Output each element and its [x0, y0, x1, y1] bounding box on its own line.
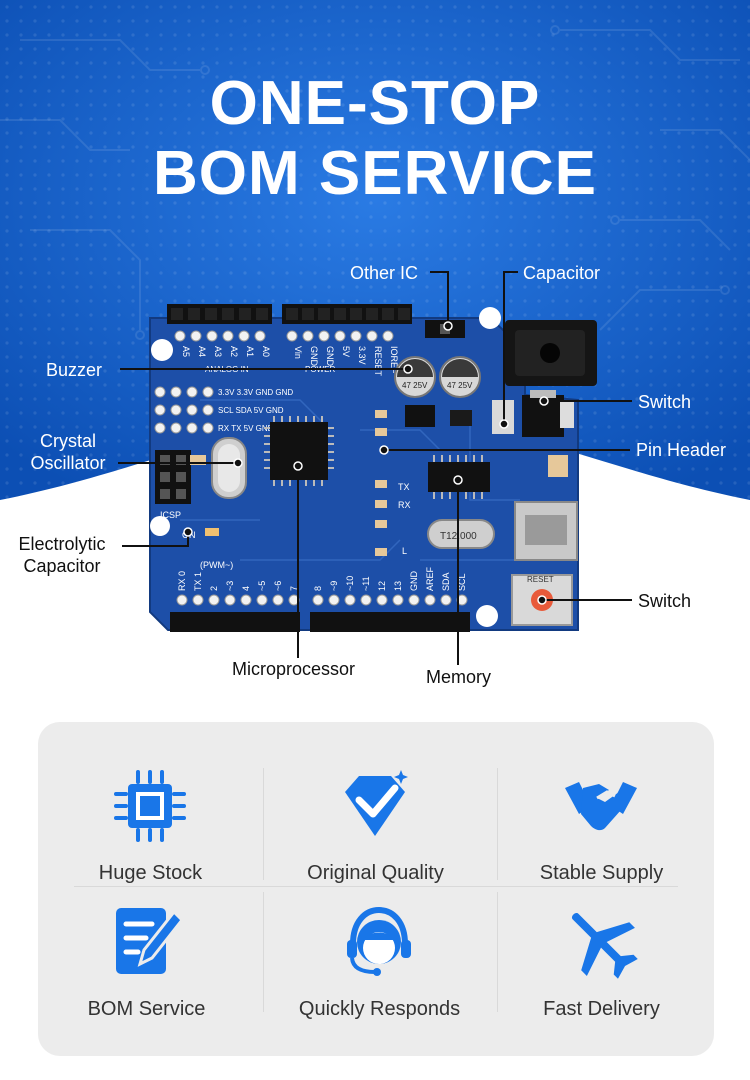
airplane-icon	[572, 913, 638, 979]
header-row-3: RX TX 5V GND	[218, 424, 274, 433]
feature-original-quality: Original Quality	[263, 766, 488, 898]
electrolytic-capacitors: 47 25V 47 25V	[394, 356, 481, 398]
callout-electrolytic-capacitor: Electrolytic Capacitor	[10, 533, 114, 577]
power-header	[282, 304, 412, 324]
top-pin-label: A3	[213, 346, 223, 357]
feature-stable-supply: Stable Supply	[489, 766, 714, 898]
mount-hole	[150, 516, 170, 536]
mount-hole	[151, 339, 173, 361]
bottom-pin-label: 7	[289, 586, 299, 591]
top-pin-label: A0	[261, 346, 271, 357]
page-title-line-1: ONE-STOP	[209, 69, 541, 138]
feature-label: Quickly Responds	[298, 998, 461, 1020]
rx-led-label: RX	[398, 500, 411, 510]
bottom-pin-label: SDA	[441, 572, 451, 591]
bottom-pin-label: GND	[409, 571, 419, 592]
feature-bom-service: BOM Service	[34, 902, 259, 1034]
top-pin-label: A1	[245, 346, 255, 357]
on-led	[205, 528, 219, 536]
bottom-pin-label: ~10	[345, 576, 355, 591]
callout-microprocessor: Microprocessor	[232, 659, 356, 679]
handshake-icon	[565, 782, 637, 831]
chip-icon	[114, 770, 186, 842]
top-pin-label: GND	[309, 346, 319, 367]
top-pin-label: 5V	[341, 346, 351, 357]
bottom-pin-label: 12	[377, 581, 387, 591]
bottom-pin-label: 8	[313, 586, 323, 591]
top-pin-label: A2	[229, 346, 239, 357]
bottom-pin-label: ~5	[257, 581, 267, 591]
diamond-check-icon	[345, 770, 408, 836]
bottom-pin-label: TX 1	[193, 572, 203, 591]
reset-label: RESET	[527, 575, 554, 584]
callout-lines	[118, 271, 632, 665]
mount-hole	[476, 605, 498, 627]
bottom-pin-label: 13	[393, 581, 403, 591]
feature-label: Original Quality	[307, 862, 444, 884]
bottom-pin-label: ~6	[273, 581, 283, 591]
callout-switch-bottom: Switch	[638, 591, 692, 611]
bottom-pin-label: ~9	[329, 581, 339, 591]
features-panel: Huge Stock Original Quality Stable Suppl…	[38, 722, 714, 1056]
callout-electrolytic-line-2: Capacitor	[23, 556, 101, 576]
bottom-pin-label: ~11	[361, 576, 371, 591]
feature-label: BOM Service	[87, 998, 206, 1020]
bottom-pin-label: 2	[209, 586, 219, 591]
l-led-label: L	[402, 546, 407, 556]
bottom-pin-label: ~3	[225, 581, 235, 591]
bottom-pin-label: 4	[241, 586, 251, 591]
feature-huge-stock: Huge Stock	[38, 766, 263, 898]
memory-chip	[428, 455, 490, 499]
feature-fast-delivery: Fast Delivery	[489, 902, 714, 1034]
pwm-label: (PWM~)	[200, 560, 233, 570]
headset-agent-icon	[347, 906, 411, 976]
digital-header-1	[170, 612, 300, 632]
feature-label: Stable Supply	[539, 862, 664, 884]
top-pin-label: A5	[181, 346, 191, 357]
callout-crystal-line-2: Oscillator	[30, 453, 106, 473]
feature-quickly-responds: Quickly Responds	[267, 902, 492, 1034]
bottom-pin-label: SCL	[457, 573, 467, 591]
document-pen-icon	[116, 908, 185, 974]
cap-marking-2: 47 25V	[447, 381, 473, 390]
top-pin-label: 3.3V	[357, 346, 367, 365]
bottom-pin-label: RX 0	[177, 571, 187, 591]
callout-switch-top: Switch	[638, 392, 692, 412]
feature-label: Huge Stock	[98, 862, 203, 884]
tx-led-label: TX	[398, 482, 410, 492]
callout-capacitor: Capacitor	[523, 263, 601, 283]
callout-pin-header: Pin Header	[636, 440, 727, 460]
feature-label: Fast Delivery	[543, 998, 660, 1020]
icsp-label: ICSP	[160, 510, 181, 520]
top-pin-label: Vin	[293, 346, 303, 359]
top-pin-label: GND	[325, 346, 335, 367]
page-title-line-2: BOM SERVICE	[153, 139, 597, 208]
header-row-1: 3.3V 3.3V GND GND	[218, 388, 293, 397]
top-pin-label: RESET	[373, 346, 383, 377]
callout-other-ic: Other IC	[350, 263, 419, 283]
mount-hole	[479, 307, 501, 329]
callout-crystal-line-1: Crystal	[39, 431, 96, 451]
callout-memory: Memory	[426, 667, 492, 687]
bottom-pin-label: AREF	[425, 566, 435, 591]
callout-buzzer: Buzzer	[46, 360, 103, 380]
header-row-2: SCL SDA 5V GND	[218, 406, 284, 415]
callout-electrolytic-line-1: Electrolytic	[18, 534, 106, 554]
callout-crystal-oscillator: Crystal Oscillator	[22, 430, 114, 474]
top-pin-label: A4	[197, 346, 207, 357]
top-pin-label: IOREF	[389, 346, 399, 374]
crystal-12mhz	[427, 519, 495, 549]
digital-header-2	[310, 612, 470, 632]
cap-marking-1: 47 25V	[402, 381, 428, 390]
